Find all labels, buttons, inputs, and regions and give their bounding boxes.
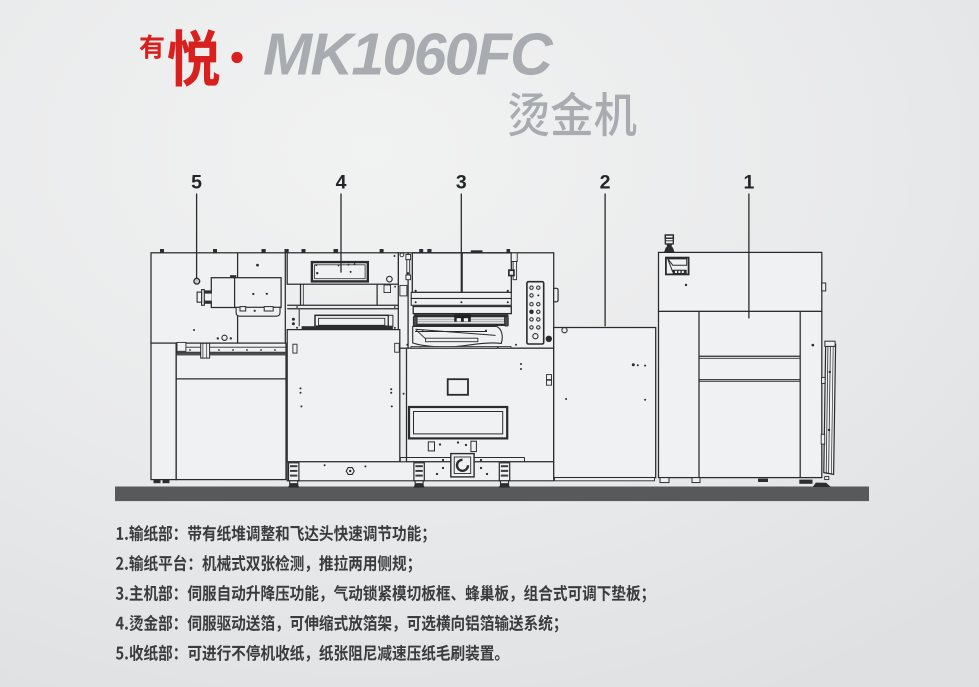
svg-text:1: 1 <box>743 172 754 194</box>
svg-text:MK1060FC: MK1060FC <box>263 22 554 88</box>
svg-text:2: 2 <box>600 172 611 194</box>
svg-text:4: 4 <box>336 172 347 194</box>
svg-text:5: 5 <box>191 172 202 194</box>
svg-text:3: 3 <box>456 172 467 194</box>
